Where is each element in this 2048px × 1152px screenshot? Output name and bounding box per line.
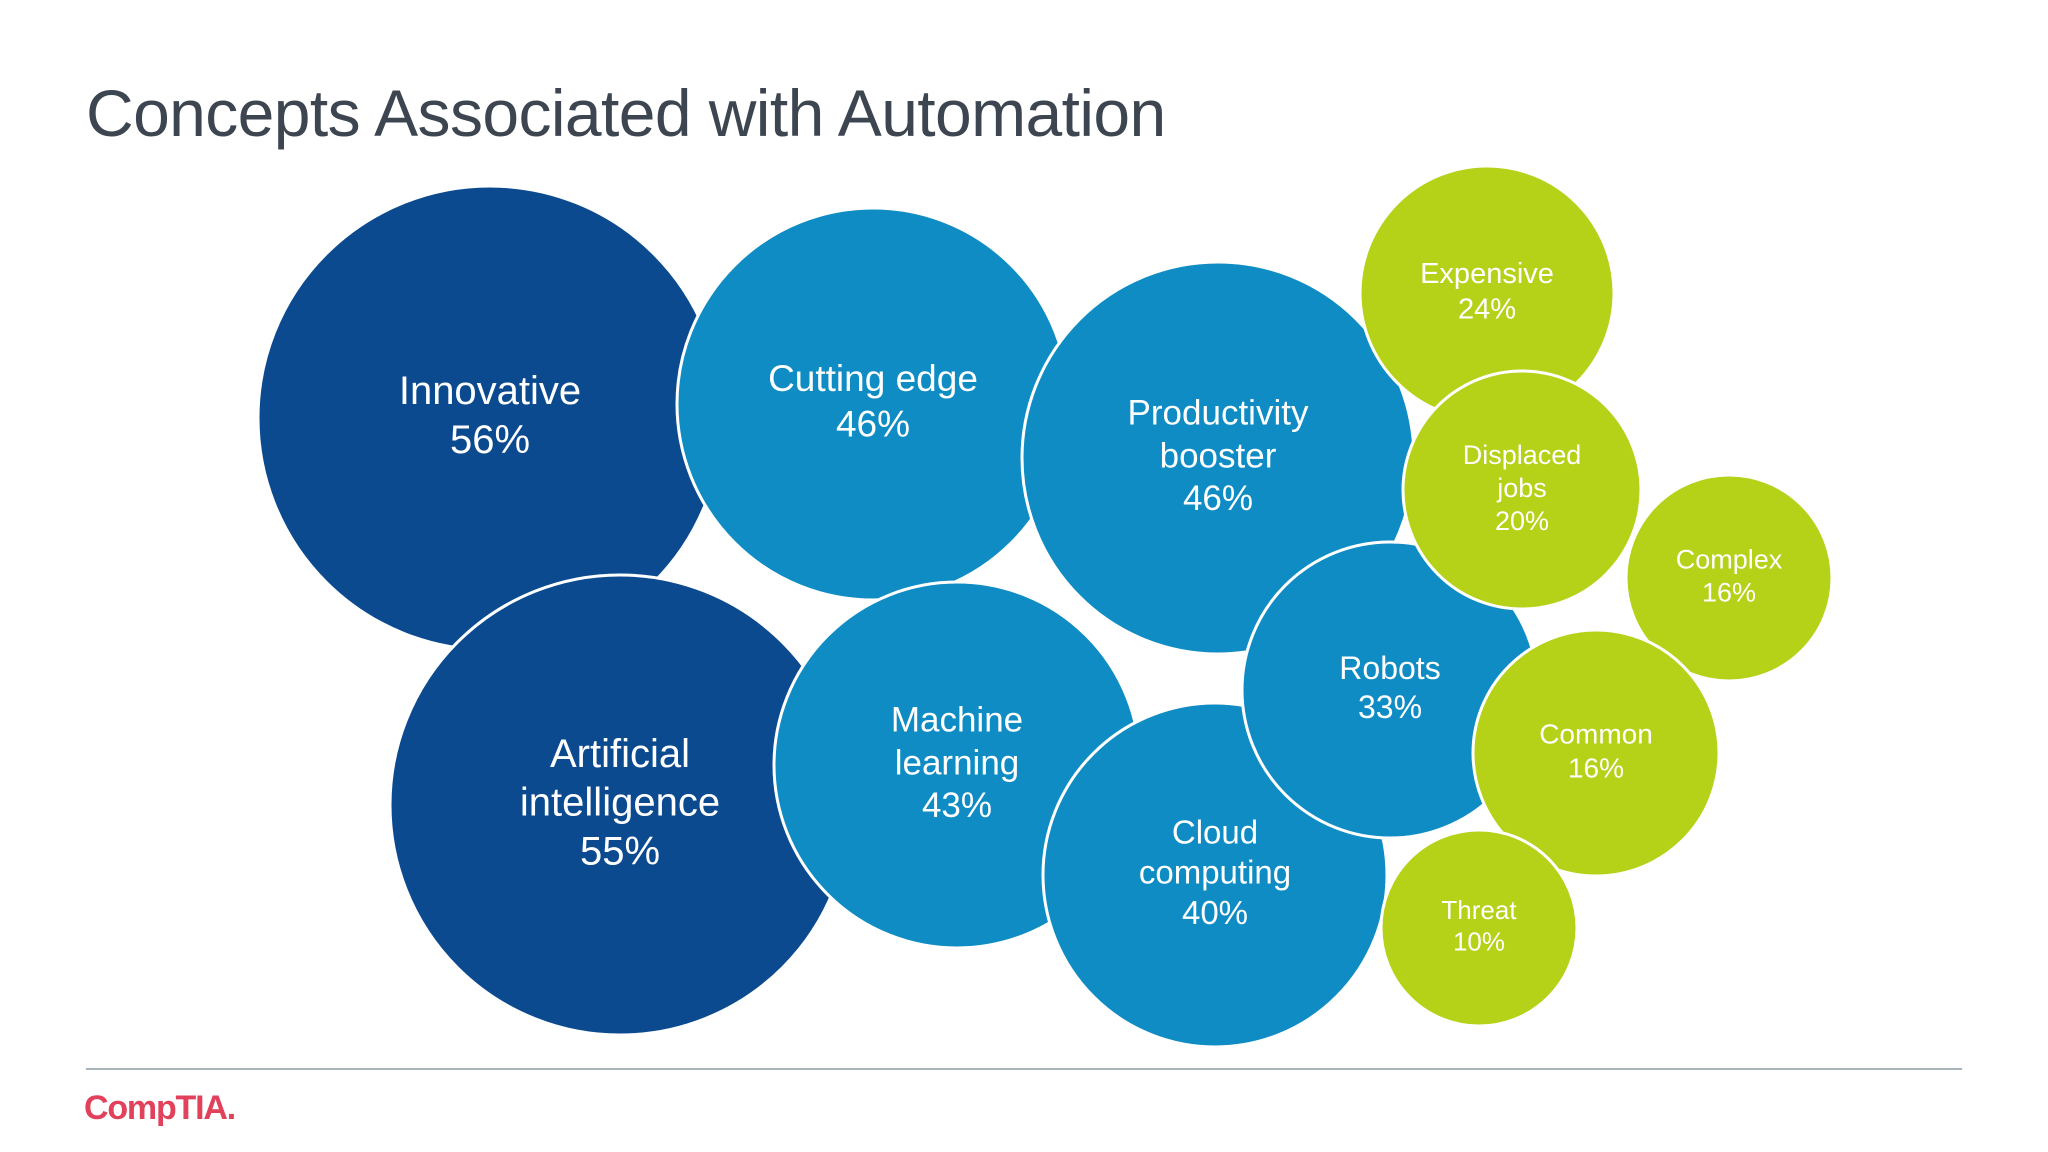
bubble-value-text: 33% — [1358, 689, 1422, 725]
bubble-value-text: 56% — [450, 418, 530, 462]
bubble-label-text: Robots — [1339, 650, 1440, 686]
bubble-value-text: 20% — [1495, 506, 1549, 536]
bubble-shape[interactable] — [1401, 369, 1643, 611]
bubble-label-text: intelligence — [520, 781, 720, 825]
bubble-value-text: 40% — [1182, 894, 1248, 931]
bubble-label-text: Productivity — [1128, 394, 1309, 433]
comptia-logo: CompTIA . — [84, 1088, 236, 1128]
footer-divider — [86, 1068, 1962, 1070]
bubble-value-text: 43% — [922, 786, 992, 825]
bubble-label-text: booster — [1160, 436, 1277, 475]
bubble-label-text: learning — [895, 743, 1020, 782]
bubble-label-text: Threat — [1441, 895, 1517, 925]
page-title: Concepts Associated with Automation — [86, 76, 1166, 151]
bubble-shape[interactable] — [1471, 628, 1721, 878]
bubble-label-text: Cloud — [1172, 813, 1258, 850]
bubble-value-text: 10% — [1453, 927, 1505, 957]
comptia-logo-mark: . — [226, 1088, 237, 1127]
bubble-label-text: Expensive — [1420, 258, 1554, 290]
bubble-label-text: computing — [1139, 854, 1291, 891]
bubble-value-text: 16% — [1702, 578, 1756, 608]
bubble-label-text: Common — [1539, 718, 1653, 749]
bubble-label-text: Innovative — [399, 369, 581, 413]
bubble-label-text: jobs — [1496, 473, 1547, 503]
comptia-logo-text: CompTIA — [84, 1089, 228, 1127]
bubble-shape[interactable] — [1379, 828, 1579, 1028]
bubble-label-text: Displaced — [1463, 440, 1582, 470]
bubble-shape[interactable] — [1624, 473, 1834, 683]
bubble-label-text: Machine — [891, 701, 1023, 740]
bubble-label-text: Artificial — [550, 732, 690, 776]
bubble-label-text: Cutting edge — [768, 358, 978, 399]
bubble-value-text: 46% — [1183, 479, 1253, 518]
bubble-value-text: 55% — [580, 829, 660, 873]
bubble-value-text: 46% — [836, 403, 910, 444]
bubble-label-text: Complex — [1676, 545, 1783, 575]
bubble-value-text: 24% — [1458, 293, 1516, 325]
bubble-value-text: 16% — [1568, 752, 1624, 783]
